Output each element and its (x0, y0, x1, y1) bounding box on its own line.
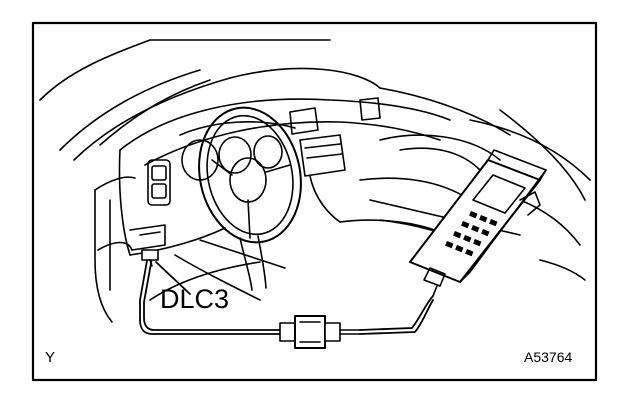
windshield-frame (39, 39, 511, 161)
dlc3-connector-icon (141, 249, 159, 267)
figure-frame (31, 21, 598, 382)
corner-mark: Y (45, 349, 56, 366)
dlc3-label: DLC3 (160, 284, 230, 314)
dlc3-leader-line (155, 261, 191, 295)
seats-and-floor (149, 109, 591, 301)
handheld-tester-icon (409, 149, 547, 297)
dashboard (118, 97, 451, 256)
diagnostic-cable (139, 254, 434, 335)
steering-wheel (198, 106, 302, 291)
figure-code: A53764 (524, 349, 573, 365)
cable-adapter-icon (279, 315, 361, 349)
door-panel (94, 176, 136, 323)
